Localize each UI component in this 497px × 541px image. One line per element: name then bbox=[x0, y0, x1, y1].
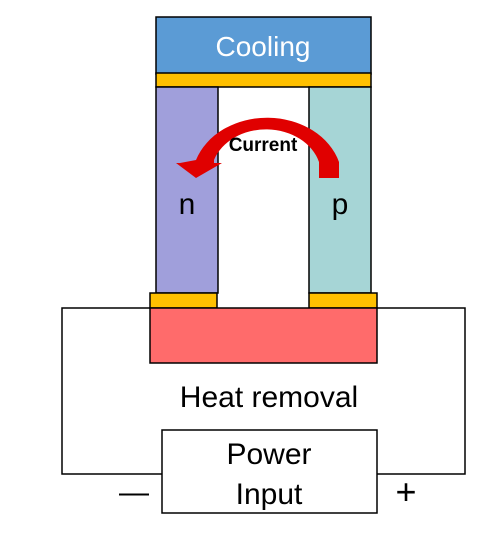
power-label: Power bbox=[226, 438, 311, 471]
p-leg bbox=[308, 86, 372, 294]
curved-arrow-icon bbox=[176, 117, 339, 178]
input-label: Input bbox=[236, 478, 303, 511]
heat-block bbox=[149, 307, 378, 364]
n-leg bbox=[155, 86, 219, 294]
left-bottom-contact bbox=[149, 292, 218, 309]
plus-symbol: + bbox=[395, 471, 416, 512]
n-label: n bbox=[179, 188, 196, 221]
left-wire bbox=[61, 307, 162, 475]
cooling-label: Cooling bbox=[216, 31, 311, 62]
right-wire bbox=[377, 307, 466, 475]
current-label: Current bbox=[229, 135, 298, 156]
heat-removal-label: Heat removal bbox=[180, 381, 358, 414]
p-label: p bbox=[332, 188, 349, 221]
minus-symbol: — bbox=[119, 476, 149, 509]
power-input-box bbox=[161, 429, 378, 514]
right-bottom-contact bbox=[308, 292, 378, 309]
cooling-block bbox=[155, 16, 372, 75]
top-contact-strip bbox=[155, 72, 372, 88]
